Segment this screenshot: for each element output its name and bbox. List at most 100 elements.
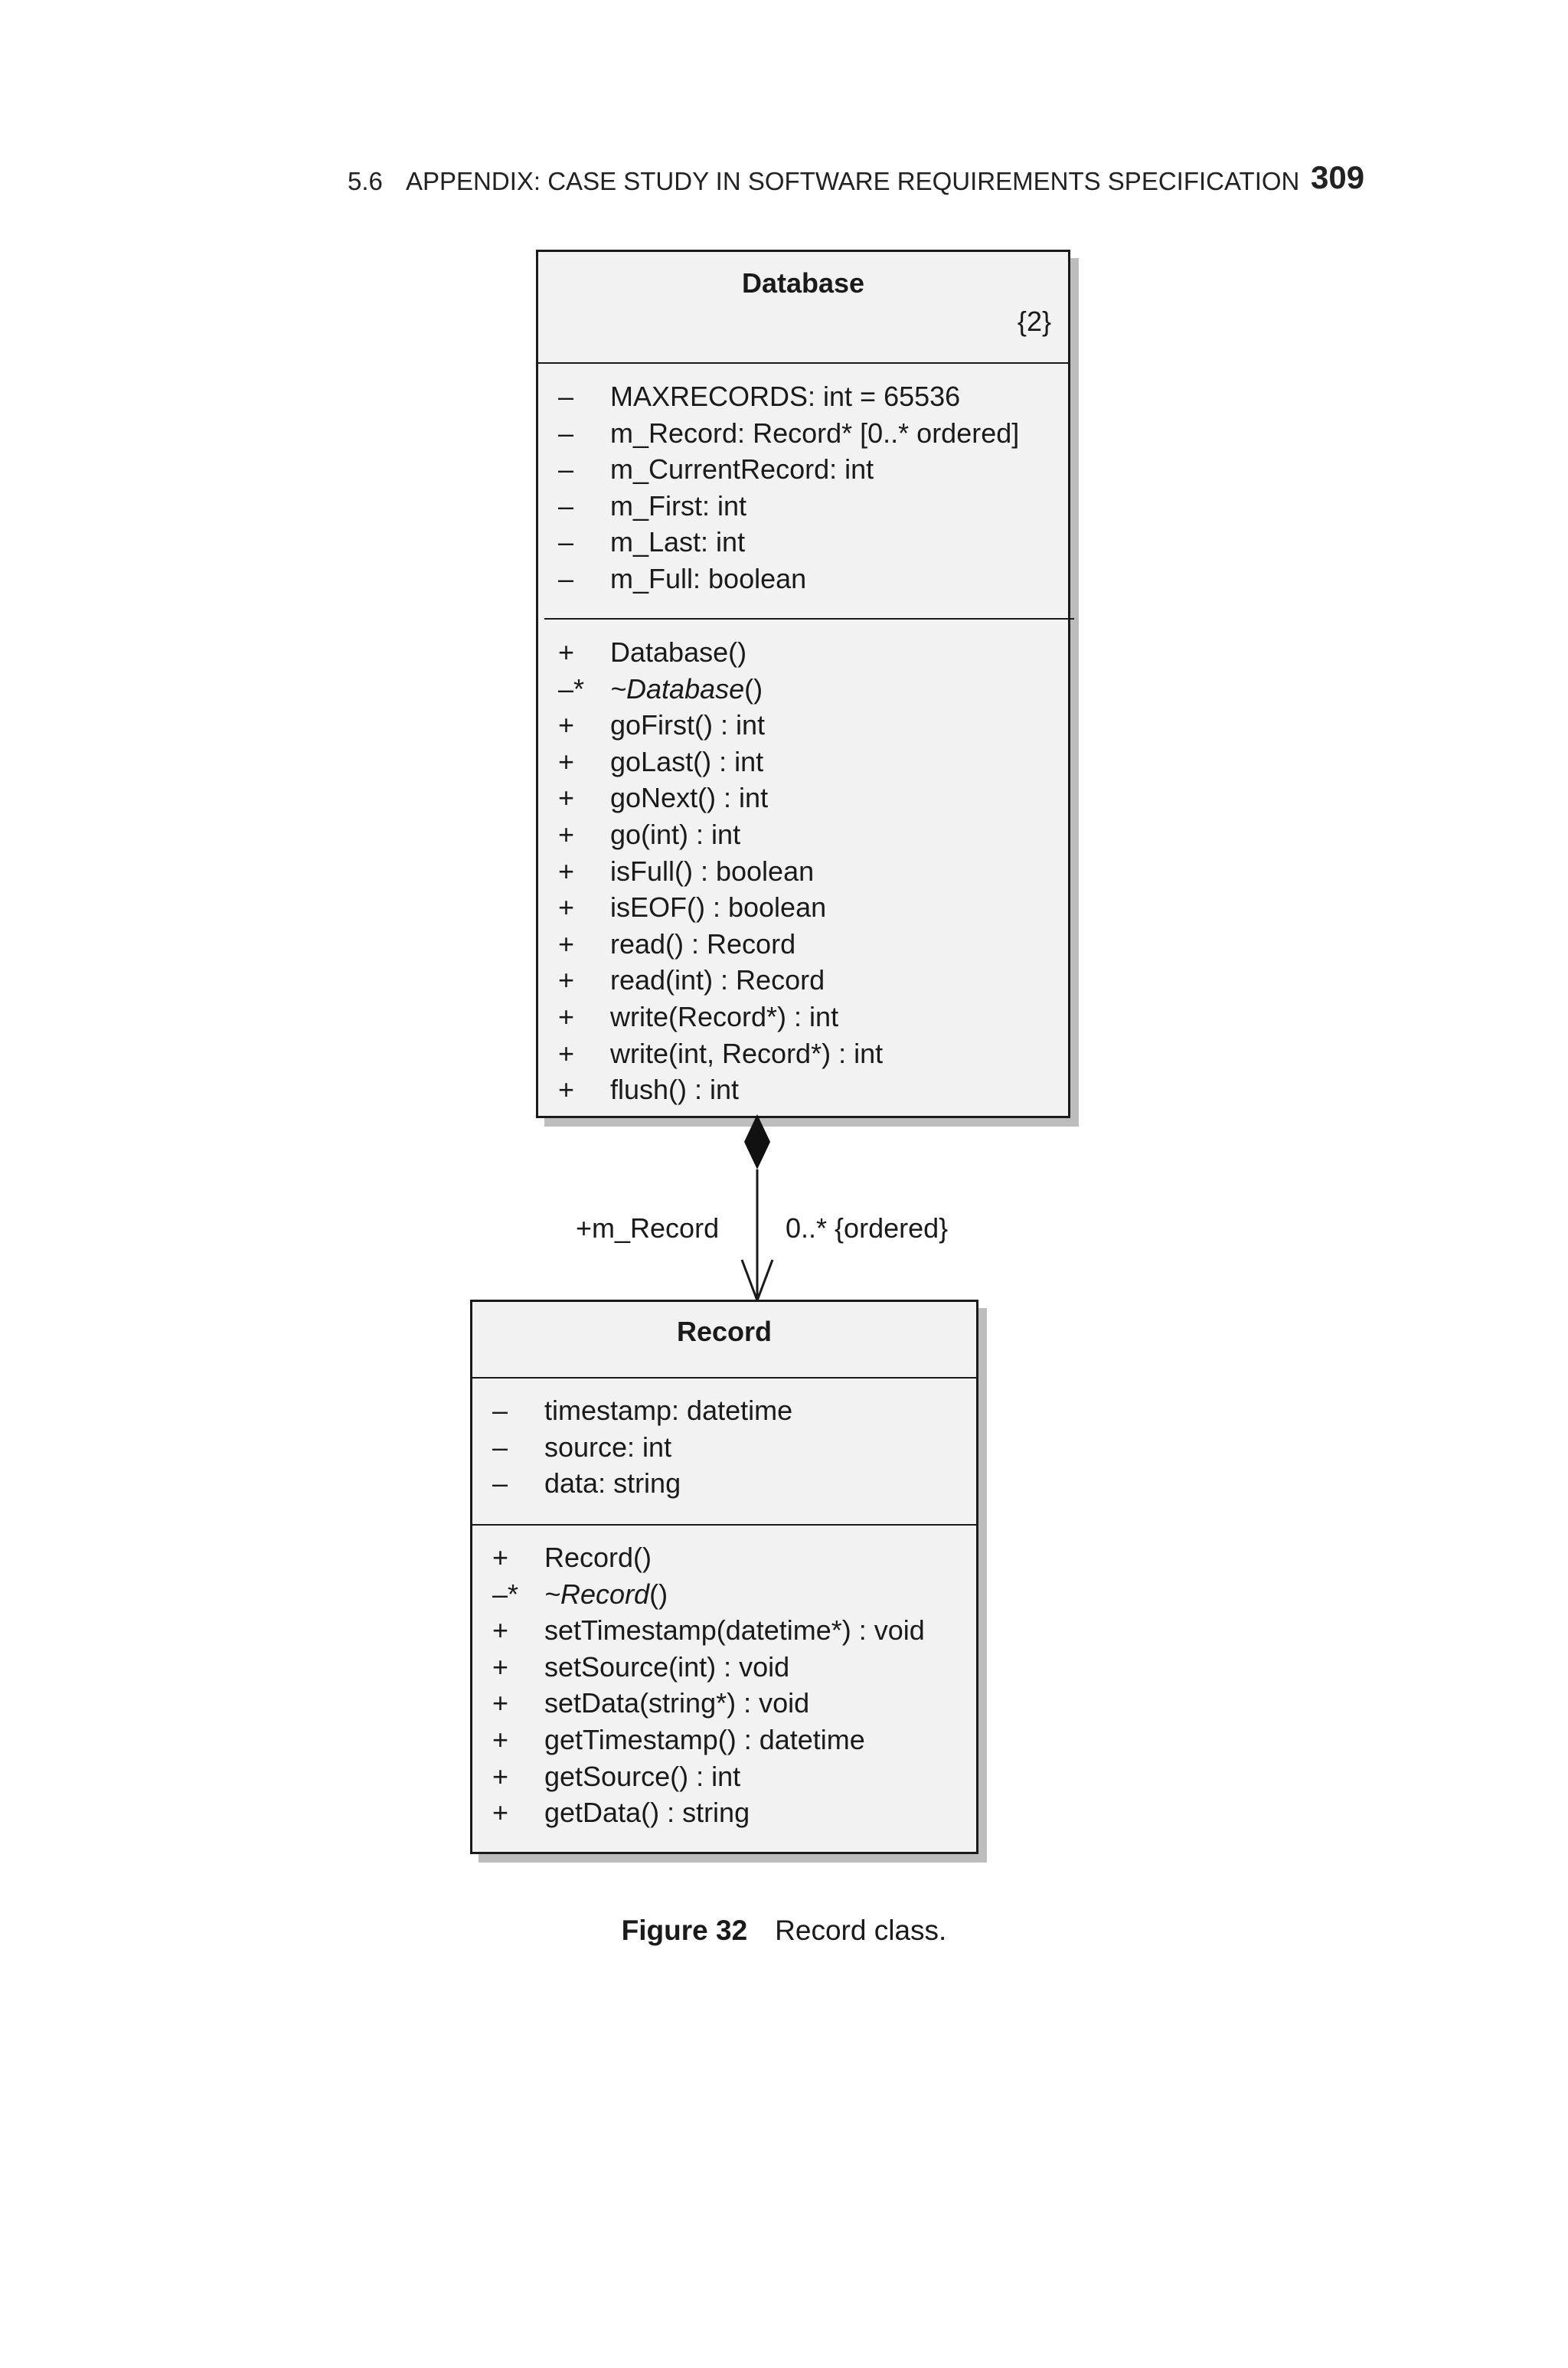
database-operation-visibility: + <box>558 1037 575 1069</box>
record-attribute-visibility: – <box>492 1395 508 1426</box>
database-attribute-visibility: – <box>558 417 574 449</box>
database-attribute-visibility: – <box>558 489 574 522</box>
database-operation: goFirst() : int <box>610 711 765 739</box>
record-operation-text: setTimestamp(datetime*) : void <box>544 1614 925 1647</box>
database-attribute-visibility: – <box>558 563 574 594</box>
database-attribute: m_First: int <box>610 492 746 520</box>
record-operation-visibility: + <box>492 1724 509 1755</box>
database-attribute-visibility: – <box>558 453 574 486</box>
database-operation: flush() : int <box>610 1076 739 1104</box>
figure-caption-text: Record class. <box>775 1915 947 1946</box>
figure-number: Figure 32 <box>621 1915 748 1946</box>
record-operation: Record() <box>544 1544 652 1572</box>
database-operation-visibility: + <box>558 891 575 924</box>
database-name-separator <box>538 362 1068 364</box>
database-operation-visibility: –* <box>558 672 585 705</box>
database-operation-visibility: + <box>558 964 575 996</box>
database-operation: isFull() : boolean <box>610 855 815 887</box>
database-operation-text: isEOF() : boolean <box>610 891 827 924</box>
database-operation-text: read(int) : Record <box>610 964 825 996</box>
record-operation-visibility: + <box>492 1650 509 1683</box>
database-class-tag: {2} <box>1017 306 1051 337</box>
database-operation: write(Record*) : int <box>610 1003 838 1031</box>
database-operation-text: flush() : int <box>610 1074 740 1106</box>
record-operation-text: getTimestamp() : datetime <box>544 1724 865 1755</box>
page-number: 309 <box>1311 159 1365 195</box>
record-class-name: Record <box>676 1316 773 1347</box>
database-operation-text: Database() <box>610 636 747 668</box>
database-attribute: MAXRECORDS: int = 65536 <box>610 383 960 410</box>
record-attribute: timestamp: datetime <box>544 1397 792 1424</box>
record-operation-text: ~Record <box>544 1578 650 1610</box>
record-operation-suffix: () <box>649 1578 668 1610</box>
record-name-separator <box>472 1377 976 1379</box>
database-operation-visibility: + <box>558 782 575 814</box>
record-operation-text: Record() <box>544 1542 652 1573</box>
record-operation: setTimestamp(datetime*) : void <box>544 1617 925 1644</box>
database-attribute: m_Record: Record* [0..* ordered] <box>610 417 1020 449</box>
composition-diamond-icon <box>744 1114 770 1169</box>
database-class-box: Database {2} – MAXRECORDS: int = 65536 – m_… <box>536 250 1074 1118</box>
record-operation: setData(string*) : void <box>544 1689 809 1717</box>
record-operation-text: setSource(int) : void <box>544 1650 790 1683</box>
database-operation: goLast() : int <box>610 745 764 777</box>
record-operation-visibility: + <box>492 1797 509 1829</box>
database-attribute: m_CurrentRecord: int <box>610 456 874 483</box>
database-attribute-text: m_Record: Record* [0..* ordered] <box>610 417 1020 449</box>
database-operation-text: goFirst() : int <box>610 709 766 741</box>
record-operation: ~Record() <box>544 1578 668 1610</box>
database-attribute-text: m_Full: boolean <box>610 563 807 594</box>
database-operation: go(int) : int <box>610 821 740 849</box>
record-attribute-text: data: string <box>544 1467 681 1500</box>
database-operation-text: ~Database <box>610 672 745 705</box>
database-operation-visibility: + <box>558 819 575 850</box>
database-operation-visibility: + <box>558 855 575 887</box>
database-attribute-text: m_CurrentRecord: int <box>610 453 874 486</box>
record-operation-visibility: + <box>492 1614 509 1647</box>
database-operation-text: isFull() : boolean <box>610 855 815 887</box>
record-attribute: data: string <box>544 1470 681 1497</box>
record-operation: getSource() : int <box>544 1760 741 1792</box>
record-operation-text: getData() : string <box>544 1797 750 1829</box>
database-attribute: m_Last: int <box>610 528 745 556</box>
database-operation: isEOF() : boolean <box>610 894 826 921</box>
database-attr-separator <box>544 618 1074 620</box>
database-operation-visibility: + <box>558 927 575 960</box>
database-attribute: m_Full: boolean <box>610 565 806 593</box>
database-operation-visibility: + <box>558 745 575 777</box>
database-operation-text: goNext() : int <box>610 782 769 814</box>
record-attr-separator <box>472 1524 976 1526</box>
association-multiplicity-label: 0..* {ordered} <box>786 1212 949 1244</box>
database-operation: read() : Record <box>610 927 796 960</box>
record-attribute-text: timestamp: datetime <box>544 1395 793 1426</box>
database-operation-suffix: () <box>744 672 763 705</box>
database-attribute-text: m_Last: int <box>610 526 746 558</box>
record-operation-visibility: + <box>492 1687 509 1719</box>
record-attribute-visibility: – <box>492 1467 508 1500</box>
record-operation: getData() : string <box>544 1799 750 1827</box>
database-operation-visibility: + <box>558 1001 575 1032</box>
database-operation-text: goLast() : int <box>610 745 764 777</box>
record-operation-visibility: –* <box>492 1578 519 1610</box>
association-role-label: +m_Record <box>576 1212 720 1244</box>
record-operation: setSource(int) : void <box>544 1653 789 1681</box>
record-operation-text: getSource() : int <box>544 1760 741 1792</box>
database-operation-text: read() : Record <box>610 927 796 960</box>
record-operation: getTimestamp() : datetime <box>544 1726 865 1754</box>
database-operation: ~Database() <box>610 675 763 703</box>
record-attribute-visibility: – <box>492 1431 508 1463</box>
section-number: 5.6 <box>348 167 383 195</box>
record-operation-text: setData(string*) : void <box>544 1687 810 1719</box>
record-operation-visibility: + <box>492 1542 509 1573</box>
database-operation: goNext() : int <box>610 784 768 812</box>
database-class-name: Database <box>741 267 865 299</box>
database-operation-visibility: + <box>558 1074 575 1106</box>
database-operation: Database() <box>610 639 746 666</box>
database-operation-text: go(int) : int <box>610 819 741 850</box>
record-operation-visibility: + <box>492 1760 509 1792</box>
database-operation: write(int, Record*) : int <box>610 1039 883 1068</box>
database-operation-visibility: + <box>558 709 575 741</box>
composition-association <box>740 1114 774 1304</box>
database-operation: read(int) : Record <box>610 966 825 994</box>
figure-caption: Figure 32 Record class. <box>0 1915 1568 1947</box>
